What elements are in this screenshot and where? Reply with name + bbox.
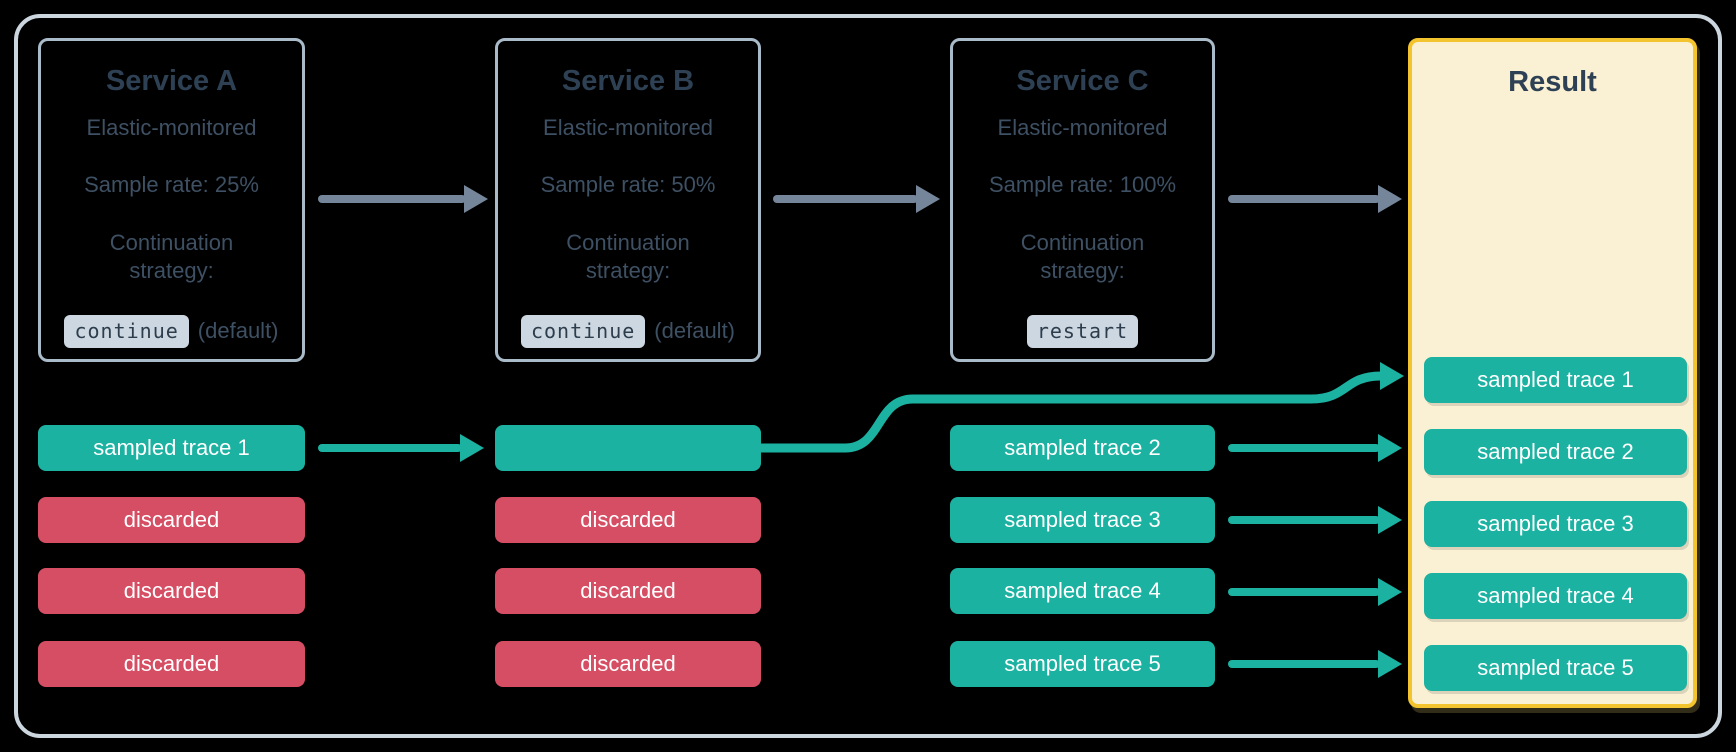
lane-c-row-2: sampled trace 3 xyxy=(950,497,1215,543)
service-a-box: Service A Elastic-monitored Sample rate:… xyxy=(38,38,305,362)
service-c-sample-rate: Sample rate: 100% xyxy=(988,172,1177,197)
service-c-box: Service C Elastic-monitored Sample rate:… xyxy=(950,38,1215,362)
arrowhead-trace2-c-to-result-icon xyxy=(1378,434,1402,462)
service-a-strategy-label: Continuation strategy: xyxy=(109,230,234,283)
service-c-strategy-label: Continuation strategy: xyxy=(1020,230,1145,283)
arrowhead-trace4-c-to-result-icon xyxy=(1378,578,1402,606)
service-c-subtitle: Elastic-monitored xyxy=(997,115,1168,140)
lane-c-row-3: sampled trace 4 xyxy=(950,568,1215,614)
arrow-service-a-to-b xyxy=(318,195,466,203)
arrow-trace4-c-to-result xyxy=(1228,588,1380,596)
service-a-code-suffix: (default) xyxy=(197,318,279,343)
arrowhead-service-a-to-b-icon xyxy=(464,185,488,213)
lane-a-row-1: sampled trace 1 xyxy=(38,425,305,471)
result-row-3: sampled trace 3 xyxy=(1424,501,1687,547)
service-b-subtitle: Elastic-monitored xyxy=(543,115,713,140)
arrow-trace1-a-to-b xyxy=(318,444,462,452)
arrowhead-trace3-c-to-result-icon xyxy=(1378,506,1402,534)
service-c-code-chip: restart xyxy=(1026,314,1139,348)
arrowhead-service-b-to-c-icon xyxy=(916,185,940,213)
result-row-2: sampled trace 2 xyxy=(1424,429,1687,475)
service-b-code-suffix: (default) xyxy=(654,318,736,343)
service-b-box: Service B Elastic-monitored Sample rate:… xyxy=(495,38,761,362)
result-row-4: sampled trace 4 xyxy=(1424,573,1687,619)
arrow-service-b-to-c xyxy=(773,195,918,203)
service-c-title: Service C xyxy=(1016,65,1149,97)
service-b-title: Service B xyxy=(561,65,695,97)
service-b-sample-rate: Sample rate: 50% xyxy=(540,172,716,197)
result-row-1: sampled trace 1 xyxy=(1424,357,1687,403)
lane-c-row-4: sampled trace 5 xyxy=(950,641,1215,687)
service-b-code-chip: continue xyxy=(520,314,646,348)
result-row-5: sampled trace 5 xyxy=(1424,645,1687,691)
service-b-strategy-value: continue (default) xyxy=(498,313,758,349)
lane-a-row-4: discarded xyxy=(38,641,305,687)
arrow-trace3-c-to-result xyxy=(1228,516,1380,524)
arrow-service-c-to-result xyxy=(1228,195,1380,203)
lane-a-row-2: discarded xyxy=(38,497,305,543)
service-a-strategy-value: continue (default) xyxy=(41,313,302,349)
lane-c-row-1: sampled trace 2 xyxy=(950,425,1215,471)
arrow-trace2-c-to-result xyxy=(1228,444,1380,452)
lane-b-row-1 xyxy=(495,425,761,471)
lane-a-row-3: discarded xyxy=(38,568,305,614)
diagram-outer-frame xyxy=(14,14,1722,738)
service-a-sample-rate: Sample rate: 25% xyxy=(84,172,259,197)
lane-b-row-3: discarded xyxy=(495,568,761,614)
service-b-strategy-label: Continuation strategy: xyxy=(566,230,690,283)
result-box: Result sampled trace 1 sampled trace 2 s… xyxy=(1408,38,1697,708)
result-title: Result xyxy=(1508,66,1597,98)
arrowhead-trace1-a-to-b-icon xyxy=(460,434,484,462)
service-a-subtitle: Elastic-monitored xyxy=(86,115,257,140)
arrowhead-service-c-to-result-icon xyxy=(1378,185,1402,213)
lane-b-row-4: discarded xyxy=(495,641,761,687)
arrow-trace5-c-to-result xyxy=(1228,660,1380,668)
arrowhead-trace5-c-to-result-icon xyxy=(1378,650,1402,678)
service-c-strategy-value: restart xyxy=(953,313,1212,349)
service-a-title: Service A xyxy=(105,65,238,97)
service-a-code-chip: continue xyxy=(64,314,189,348)
lane-b-row-2: discarded xyxy=(495,497,761,543)
